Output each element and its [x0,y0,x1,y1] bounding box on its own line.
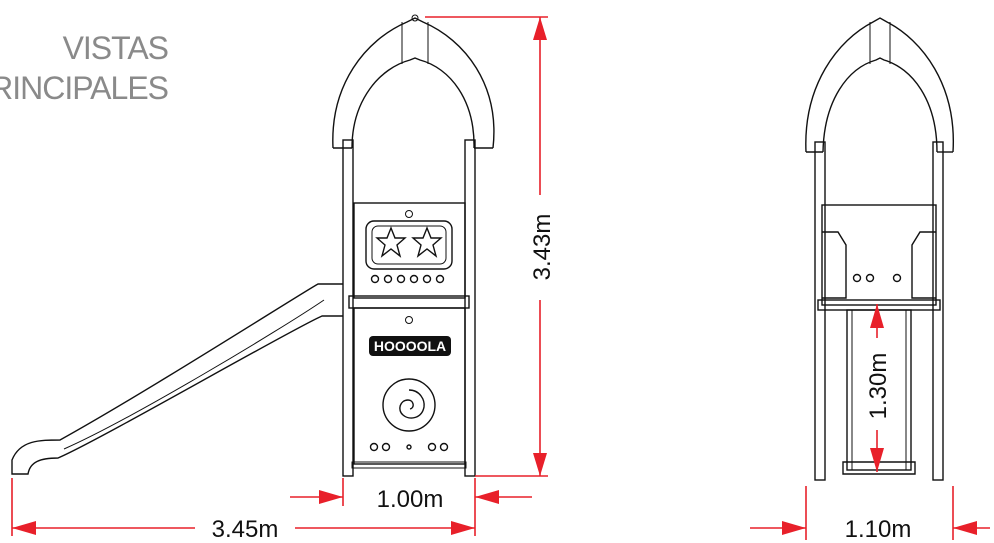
side-arch [805,17,954,153]
spiral-disc [382,378,436,432]
dim-width-1-00: 1.00m [290,478,532,513]
side-left-post [814,141,826,481]
dim-label-width-front: 1.00m [377,486,444,513]
activity-panel-upper [348,202,470,309]
hoooola-text: HOOOOLA [374,338,446,354]
hoooola-sign [369,336,451,356]
title-line-2: PRINCIPALES [0,70,169,106]
activity-panel-lower: HOOOOLA [351,307,467,469]
front-arch [332,14,495,149]
dim-label-width-side: 1.10m [845,516,912,543]
side-right-post [932,141,944,481]
dim-length-3-45: 3.45m [11,478,476,543]
dim-height-3-43: 3.43m [425,16,556,477]
star-left-icon [375,226,407,258]
front-view: HOOOOLA [11,14,495,477]
slide [11,283,343,475]
dim-label-height: 3.43m [529,214,556,281]
side-deck-panel [821,204,937,306]
star-right-icon [411,226,443,258]
side-view [805,17,954,481]
title-line-1: VISTAS [62,30,169,66]
dim-label-length: 3.45m [212,516,279,543]
dim-height-1-30: 1.30m [865,304,892,472]
side-slide [842,309,916,475]
dim-label-deck-height: 1.30m [865,353,892,420]
dim-width-1-10: 1.10m [750,486,990,543]
